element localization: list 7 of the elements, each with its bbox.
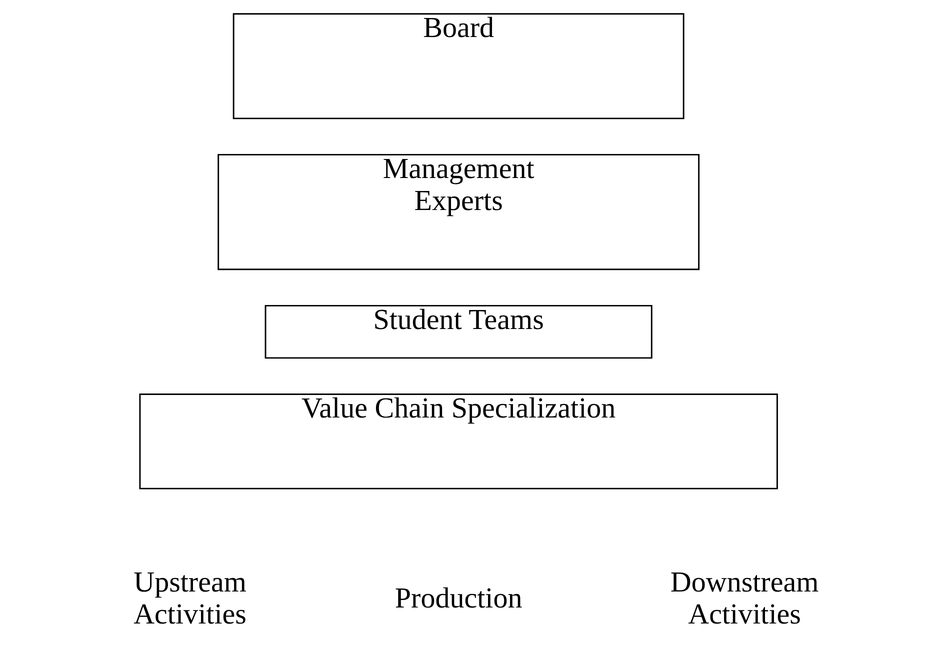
node-box: Student Teams (264, 304, 652, 359)
node-box: Value Chain Specialization (139, 394, 778, 490)
label: Upstream Activities (134, 566, 246, 631)
label: Downstream Activities (670, 566, 819, 631)
label: Production (394, 582, 522, 615)
node-box: Board (232, 13, 684, 120)
node-box: Management Experts (218, 154, 700, 270)
